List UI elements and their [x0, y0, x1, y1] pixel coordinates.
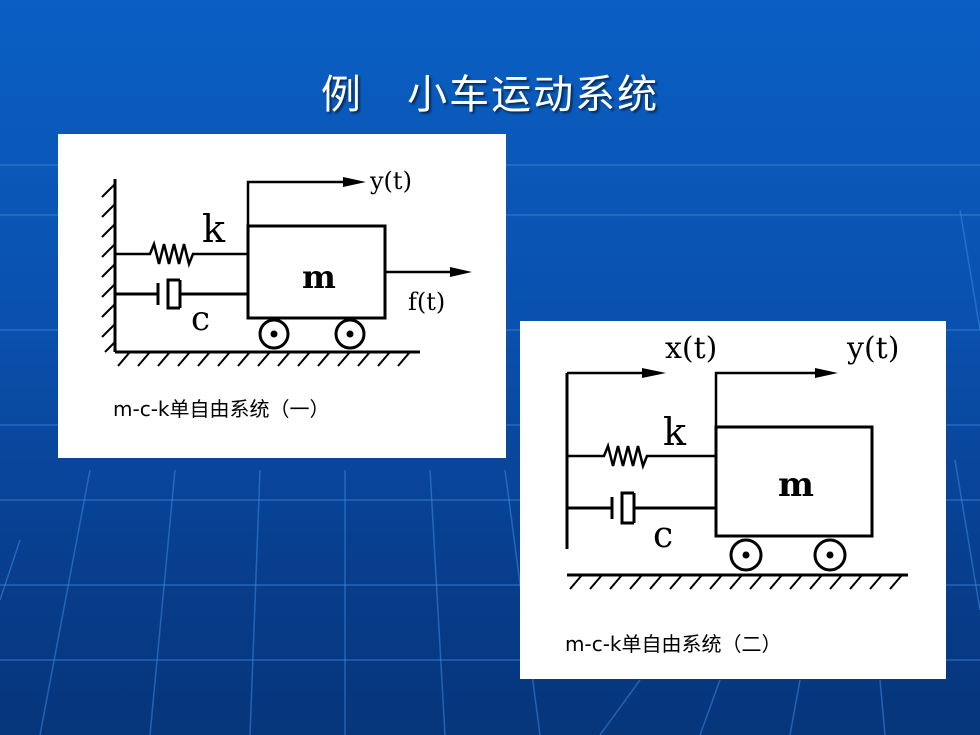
ground-hatching: [117, 351, 411, 367]
caption-1: m-c-k单自由系统（一）: [113, 397, 330, 421]
displacement-arrowhead: [815, 368, 838, 378]
damper-label: c: [653, 515, 673, 556]
damper-label: c: [191, 299, 210, 339]
force-label: f(t): [408, 288, 445, 316]
displacement-arrowhead: [343, 177, 366, 187]
spring-label: k: [202, 207, 226, 251]
wheel-right: [334, 318, 366, 350]
wheel-left: [729, 538, 763, 572]
mass-spring-damper-diagram-2: x(t) y(t) k c m m-c-k单自由系统（二）: [565, 331, 908, 656]
ground-hatching: [569, 574, 903, 590]
spring: [115, 239, 248, 269]
mass-label: m: [778, 465, 814, 505]
mass-spring-damper-diagram-1: y(t) f(t) k c m m-c-k单自由系统（一）: [101, 167, 472, 421]
spring: [567, 441, 716, 471]
input-arrowhead: [642, 368, 666, 378]
wheel-left: [258, 318, 290, 350]
force-arrowhead: [450, 267, 472, 277]
slide-title: 例 小车运动系统: [320, 72, 660, 118]
displacement-label: y(t): [846, 331, 899, 366]
mass-block: [714, 425, 874, 538]
mass-label: m: [302, 258, 336, 296]
damper-cylinder: [620, 491, 634, 525]
caption-2: m-c-k单自由系统（二）: [565, 632, 782, 656]
wall-hatching: [101, 183, 116, 353]
diagram-panel-2: x(t) y(t) k c m m-c-k单自由系统（二）: [520, 321, 946, 679]
input-label: x(t): [665, 331, 717, 366]
wheel-right: [813, 538, 847, 572]
displacement-arrow-line: [714, 371, 825, 427]
damper-cylinder: [166, 278, 180, 310]
displacement-arrow-line: [246, 180, 353, 226]
displacement-label: y(t): [369, 167, 412, 195]
spring-label: k: [663, 410, 687, 454]
diagram-panel-1: y(t) f(t) k c m m-c-k单自由系统（一）: [58, 134, 506, 458]
